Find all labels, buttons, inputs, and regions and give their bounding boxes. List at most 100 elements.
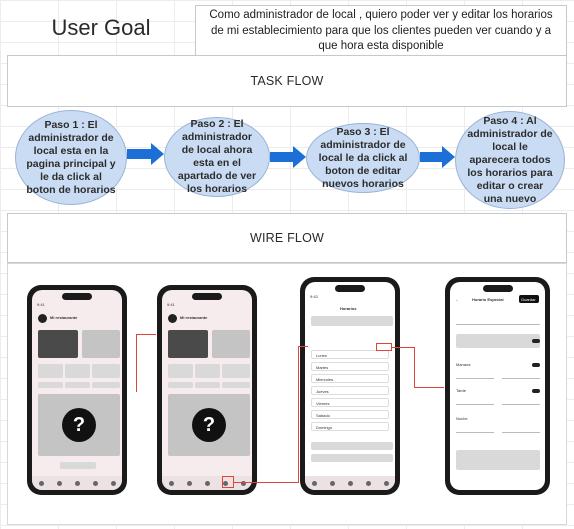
screen-title: Horarios <box>340 306 357 311</box>
phone-screen: 9:41 Mi restaurante ? <box>32 290 122 490</box>
pill-button[interactable] <box>222 382 250 388</box>
nav-settings-icon[interactable] <box>186 480 192 486</box>
nav-profile-icon[interactable] <box>383 480 389 486</box>
time-field[interactable] <box>502 426 540 433</box>
phone-notch <box>62 293 92 300</box>
menu-tile[interactable] <box>65 364 90 378</box>
wireframe-phone-schedules: 9:43 Horarios Lunes Martes Miercoles Jue… <box>300 277 400 495</box>
nav-store-icon[interactable] <box>347 480 353 486</box>
schedule-row[interactable]: Sabado <box>311 410 389 419</box>
task-step-3: Paso 3 : El administrador de local le da… <box>306 123 420 193</box>
closed-toggle-row[interactable] <box>456 334 540 348</box>
phone-screen: 9:41 Mi restaurante ? <box>162 290 252 490</box>
time-field[interactable] <box>456 372 494 379</box>
nav-home-icon[interactable] <box>38 480 44 486</box>
menu-tile[interactable] <box>38 364 63 378</box>
schedule-row[interactable]: Martes <box>311 362 389 371</box>
pill-button[interactable] <box>65 382 90 388</box>
wire-flow-header: WIRE FLOW <box>7 213 567 263</box>
screen-title: Horario Especial <box>472 297 504 302</box>
dashboard-card <box>38 330 78 358</box>
task-flow-header: TASK FLOW <box>7 55 567 107</box>
menu-tile[interactable] <box>168 364 193 378</box>
dashboard-card <box>168 330 208 358</box>
status-time: 9:41 <box>37 302 45 307</box>
status-time: 9:41 <box>167 302 175 307</box>
restaurant-avatar <box>38 314 47 323</box>
phone-screen: ← Horario Especial Guardar Manana Tarde … <box>450 282 545 490</box>
flow-arrow-2 <box>270 146 306 168</box>
menu-tile[interactable] <box>92 364 120 378</box>
tab-bar[interactable] <box>311 316 393 326</box>
wireframe-phone-home: 9:41 Mi restaurante ? <box>27 285 127 495</box>
phone-notch <box>335 285 365 292</box>
flow-arrow-1 <box>127 143 164 165</box>
connector-line <box>234 482 298 483</box>
menu-tile[interactable] <box>222 364 250 378</box>
closed-toggle[interactable] <box>532 339 540 343</box>
nav-profile-icon[interactable] <box>110 480 116 486</box>
user-goal-text: Como administrador de local , quiero pod… <box>195 5 567 56</box>
date-field[interactable] <box>456 318 540 325</box>
phone-notch <box>192 293 222 300</box>
nav-store-icon[interactable] <box>74 480 80 486</box>
special-hours-row[interactable] <box>311 442 393 450</box>
bottom-nav <box>305 476 395 490</box>
nav-home-icon[interactable] <box>311 480 317 486</box>
phone-notch <box>482 285 513 292</box>
time-field[interactable] <box>502 372 540 379</box>
nav-store-icon[interactable] <box>204 480 210 486</box>
pill-button[interactable] <box>168 382 193 388</box>
phone-screen: 9:43 Horarios Lunes Martes Miercoles Jue… <box>305 282 395 490</box>
bottom-nav <box>32 476 122 490</box>
nav-settings-icon[interactable] <box>56 480 62 486</box>
nav-clock-icon[interactable] <box>222 480 228 486</box>
back-arrow-icon[interactable]: ← <box>455 297 459 302</box>
menu-tile[interactable] <box>195 364 220 378</box>
notes-textarea[interactable] <box>456 450 540 470</box>
connector-line <box>298 346 299 483</box>
highlight-box <box>222 476 234 488</box>
user-goal-title: User Goal <box>51 15 151 40</box>
connector-line <box>136 334 137 392</box>
pill-button[interactable] <box>92 382 120 388</box>
schedule-row[interactable]: Jueves <box>311 386 389 395</box>
wireframe-phone-home-selected: 9:41 Mi restaurante ? <box>157 285 257 495</box>
nav-clock-icon[interactable] <box>365 480 371 486</box>
connector-line <box>414 347 415 387</box>
nav-clock-icon[interactable] <box>92 480 98 486</box>
time-field[interactable] <box>502 398 540 405</box>
action-button[interactable] <box>60 462 96 469</box>
save-button[interactable]: Guardar <box>519 295 539 303</box>
pill-button[interactable] <box>195 382 220 388</box>
schedule-row[interactable]: Domingo <box>311 422 389 431</box>
time-field[interactable] <box>456 426 494 433</box>
bottom-nav <box>162 476 252 490</box>
schedule-row[interactable]: Viernes <box>311 398 389 407</box>
nav-profile-icon[interactable] <box>240 480 246 486</box>
afternoon-toggle[interactable] <box>532 389 540 393</box>
help-icon: ? <box>62 408 96 442</box>
task-step-2: Paso 2 : El administrador de local ahora… <box>164 117 270 197</box>
flow-arrow-3 <box>420 146 455 168</box>
time-field[interactable] <box>456 398 494 405</box>
connector-line <box>136 334 156 335</box>
task-step-4: Paso 4 : Al administrador de local le ap… <box>455 111 565 209</box>
connector-line <box>392 347 414 348</box>
schedule-row[interactable]: Lunes <box>311 350 389 359</box>
section-label: Manana <box>456 362 471 367</box>
task-step-1: Paso 1 : El administrador de local esta … <box>15 110 127 205</box>
morning-toggle[interactable] <box>532 363 540 367</box>
special-hours-row[interactable] <box>311 454 393 462</box>
schedule-row[interactable]: Miercoles <box>311 374 389 383</box>
highlight-box <box>376 343 392 351</box>
restaurant-name: Mi restaurante <box>50 315 78 320</box>
wireframe-phone-special-schedule: ← Horario Especial Guardar Manana Tarde … <box>445 277 550 495</box>
pill-button[interactable] <box>38 382 63 388</box>
nav-settings-icon[interactable] <box>329 480 335 486</box>
status-time: 9:43 <box>310 294 318 299</box>
section-label: Noche <box>456 416 468 421</box>
nav-home-icon[interactable] <box>168 480 174 486</box>
connector-line <box>298 346 308 347</box>
dashboard-card <box>82 330 120 358</box>
